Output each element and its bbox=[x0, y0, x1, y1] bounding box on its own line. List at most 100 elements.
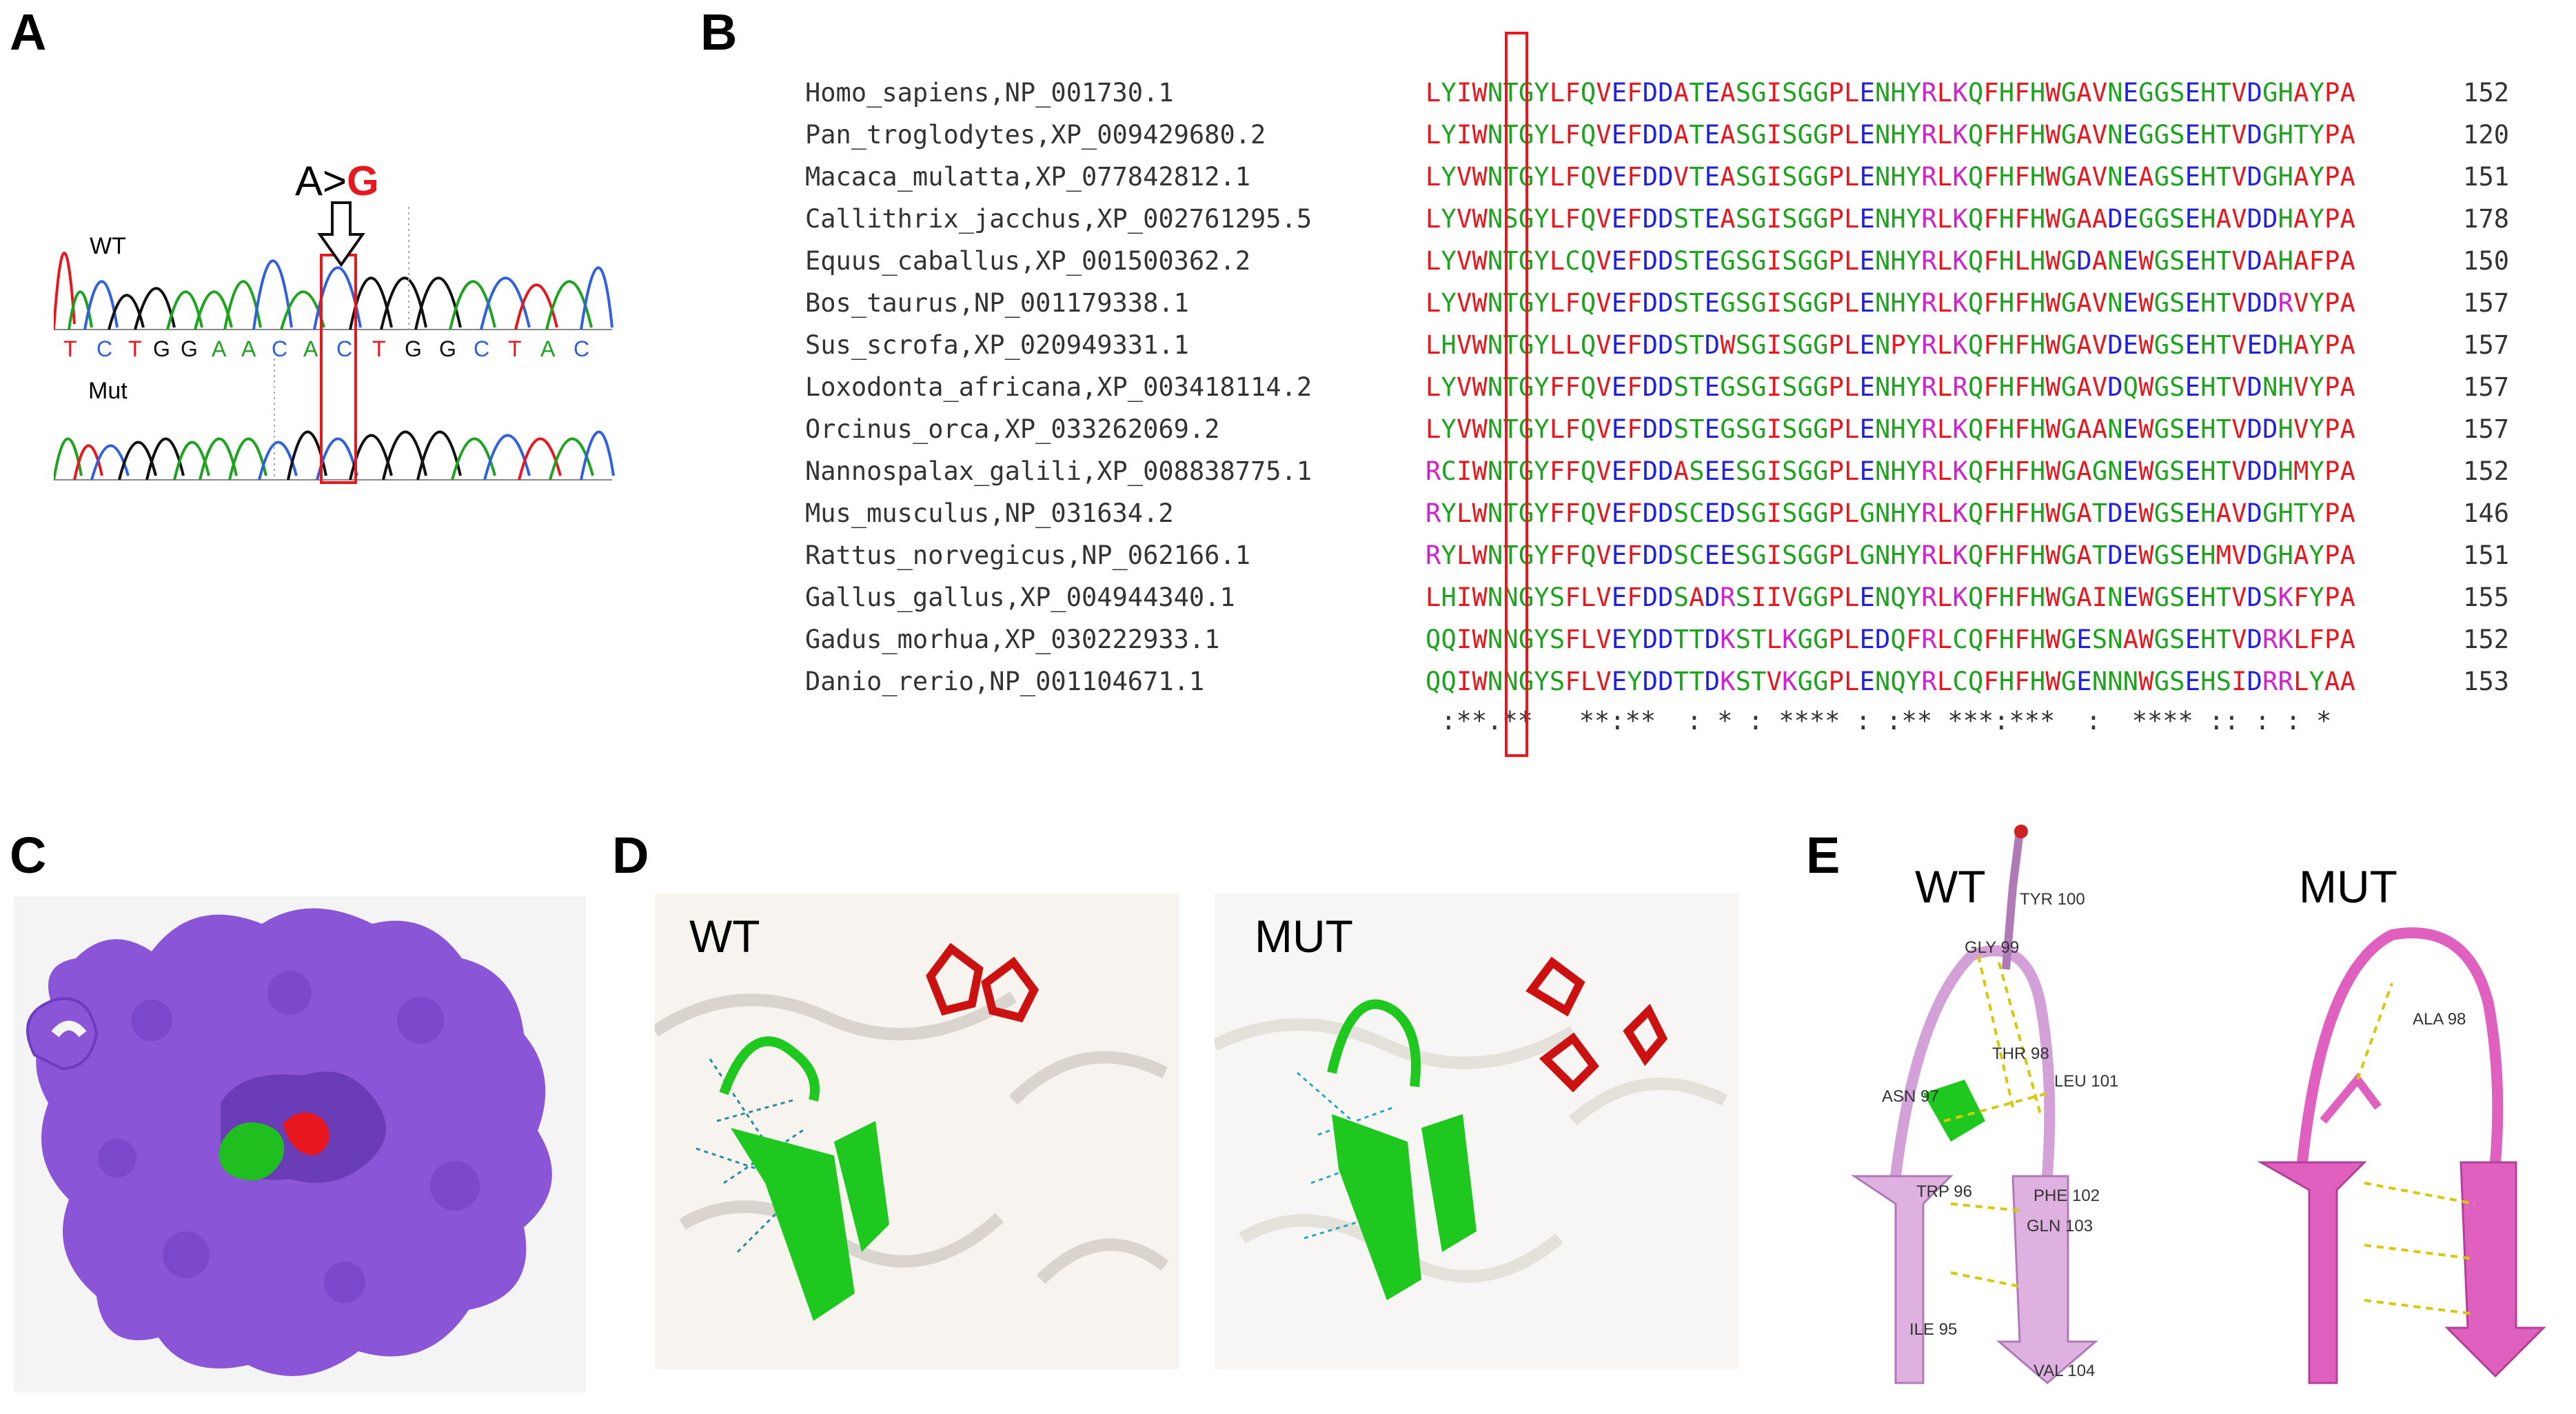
residue: A bbox=[2340, 246, 2356, 276]
residue: S bbox=[1735, 498, 1752, 528]
residue: E bbox=[1859, 246, 1876, 276]
residue: S bbox=[1673, 372, 1690, 402]
residue: G bbox=[1797, 498, 1814, 528]
residue: C bbox=[1565, 246, 1581, 276]
residue: E bbox=[2122, 162, 2139, 192]
residue: S bbox=[2169, 330, 2185, 360]
residue: S bbox=[1782, 246, 1798, 276]
residue: G bbox=[2060, 288, 2077, 318]
residue: D bbox=[1642, 667, 1659, 696]
residue: G bbox=[1797, 456, 1814, 486]
residue: L bbox=[2293, 667, 2309, 696]
residue: I bbox=[1766, 78, 1783, 108]
residue: A bbox=[2324, 667, 2340, 696]
residue: Q bbox=[1967, 162, 1984, 192]
residue: I bbox=[1456, 78, 1472, 108]
sequence-row: LYVWNTGYLFQVEFDDSTEGSGISGGPLENHYRLKQFHFH… bbox=[1426, 282, 2355, 324]
residue: E bbox=[1704, 288, 1721, 318]
residue: F bbox=[2014, 288, 2030, 318]
residue: S bbox=[1782, 498, 1798, 528]
res-ala98: ALA 98 bbox=[2413, 1010, 2466, 1029]
residue: Y bbox=[1906, 541, 1922, 570]
residue: Y bbox=[2309, 498, 2325, 528]
residue: F bbox=[1983, 162, 1999, 192]
residue: Q bbox=[1426, 625, 1441, 654]
residue: D bbox=[2107, 204, 2123, 234]
residue: K bbox=[1782, 667, 1798, 696]
residue: T bbox=[2293, 120, 2309, 150]
residue: P bbox=[1828, 372, 1845, 402]
residue: D bbox=[1642, 498, 1659, 528]
residue: Y bbox=[1441, 541, 1457, 570]
residue: Y bbox=[1906, 498, 1922, 528]
residue: H bbox=[1998, 120, 2015, 150]
residue: L bbox=[1936, 583, 1953, 612]
residue: E bbox=[1611, 246, 1627, 276]
residue: H bbox=[2200, 667, 2216, 696]
residue: V bbox=[2231, 78, 2247, 108]
residue: H bbox=[2200, 204, 2216, 234]
residue: E bbox=[1611, 162, 1627, 192]
residue: R bbox=[1921, 288, 1937, 318]
residue: E bbox=[2184, 625, 2201, 654]
residue: C bbox=[1952, 625, 1968, 654]
residue: W bbox=[1472, 288, 1488, 318]
sequence-row: LYVWNTGYLFQVEFDDVTEASGISGGPLENHYRLKQFHFH… bbox=[1426, 156, 2355, 198]
residue: D bbox=[1642, 204, 1659, 234]
residue: E bbox=[1859, 372, 1876, 402]
residue: N bbox=[2107, 667, 2123, 696]
mut-green-loop bbox=[1327, 999, 1421, 1087]
residue: S bbox=[1735, 583, 1752, 612]
residue: T bbox=[1689, 246, 1705, 276]
residue: S bbox=[2169, 78, 2185, 108]
residue: S bbox=[1782, 330, 1798, 360]
residue: H bbox=[2278, 456, 2294, 486]
residue: T bbox=[2215, 456, 2232, 486]
residue: Y bbox=[1906, 414, 1922, 444]
residue: Y bbox=[2309, 78, 2325, 108]
position-number: 157 bbox=[2463, 414, 2509, 444]
residue: E bbox=[1859, 288, 1876, 318]
residue: D bbox=[1642, 120, 1659, 150]
residue: F bbox=[1627, 120, 1643, 150]
residue: Y bbox=[1906, 246, 1922, 276]
residue: S bbox=[1735, 204, 1752, 234]
residue: Y bbox=[2309, 120, 2325, 150]
residue: H bbox=[1998, 667, 2015, 696]
residue: A bbox=[2340, 162, 2356, 192]
residue: W bbox=[2045, 498, 2061, 528]
residue: P bbox=[2324, 498, 2340, 528]
residue: R bbox=[1426, 541, 1441, 570]
red-surface-region bbox=[283, 1112, 329, 1155]
residue: V bbox=[1456, 372, 1472, 402]
base-6: A bbox=[241, 336, 256, 361]
residue: F bbox=[2309, 246, 2325, 276]
residue: Q bbox=[1967, 372, 1984, 402]
residue: D bbox=[2247, 414, 2263, 444]
residue: H bbox=[1998, 162, 2015, 192]
residue: V bbox=[2231, 541, 2247, 570]
wt-ribbon-svg bbox=[651, 942, 1169, 1321]
species-label: Callithrix_jacchus,XP_002761295.5 bbox=[805, 204, 1312, 234]
residue: T bbox=[2215, 583, 2232, 612]
panel-d-mut bbox=[1211, 893, 1738, 1369]
residue: Y bbox=[1441, 204, 1457, 234]
residue: A bbox=[2340, 288, 2356, 318]
residue: S bbox=[1735, 120, 1752, 150]
residue: E bbox=[1859, 456, 1876, 486]
residue: G bbox=[2060, 162, 2077, 192]
residue: F bbox=[2014, 541, 2030, 570]
residue: N bbox=[1487, 456, 1503, 486]
residue: E bbox=[1704, 372, 1721, 402]
residue: Q bbox=[1580, 372, 1596, 402]
residue: P bbox=[2324, 456, 2340, 486]
residue: E bbox=[2122, 78, 2139, 108]
residue: Y bbox=[1441, 498, 1457, 528]
residue: K bbox=[2278, 625, 2294, 654]
residue: D bbox=[1875, 625, 1891, 654]
residue: V bbox=[1596, 204, 1612, 234]
residue: R bbox=[1921, 414, 1937, 444]
res-tyr100: TYR 100 bbox=[2020, 890, 2085, 909]
residue: E bbox=[2122, 246, 2139, 276]
